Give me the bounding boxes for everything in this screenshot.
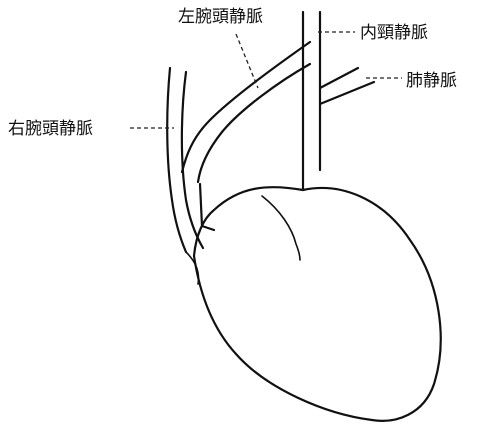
leader-left-brachiocephalic — [236, 34, 258, 88]
heart-outline — [186, 187, 441, 421]
pulmonary-vein — [320, 68, 374, 104]
label-pulmonary-vein: 肺静脈 — [406, 71, 457, 91]
label-right-brachiocephalic: 右腕頭静脈 — [8, 119, 93, 139]
label-left-brachiocephalic: 左腕頭静脈 — [178, 7, 263, 27]
left-brachiocephalic-vein — [182, 42, 310, 182]
label-internal-jugular: 内頸静脈 — [360, 23, 428, 43]
internal-jugular-vein — [303, 12, 320, 190]
